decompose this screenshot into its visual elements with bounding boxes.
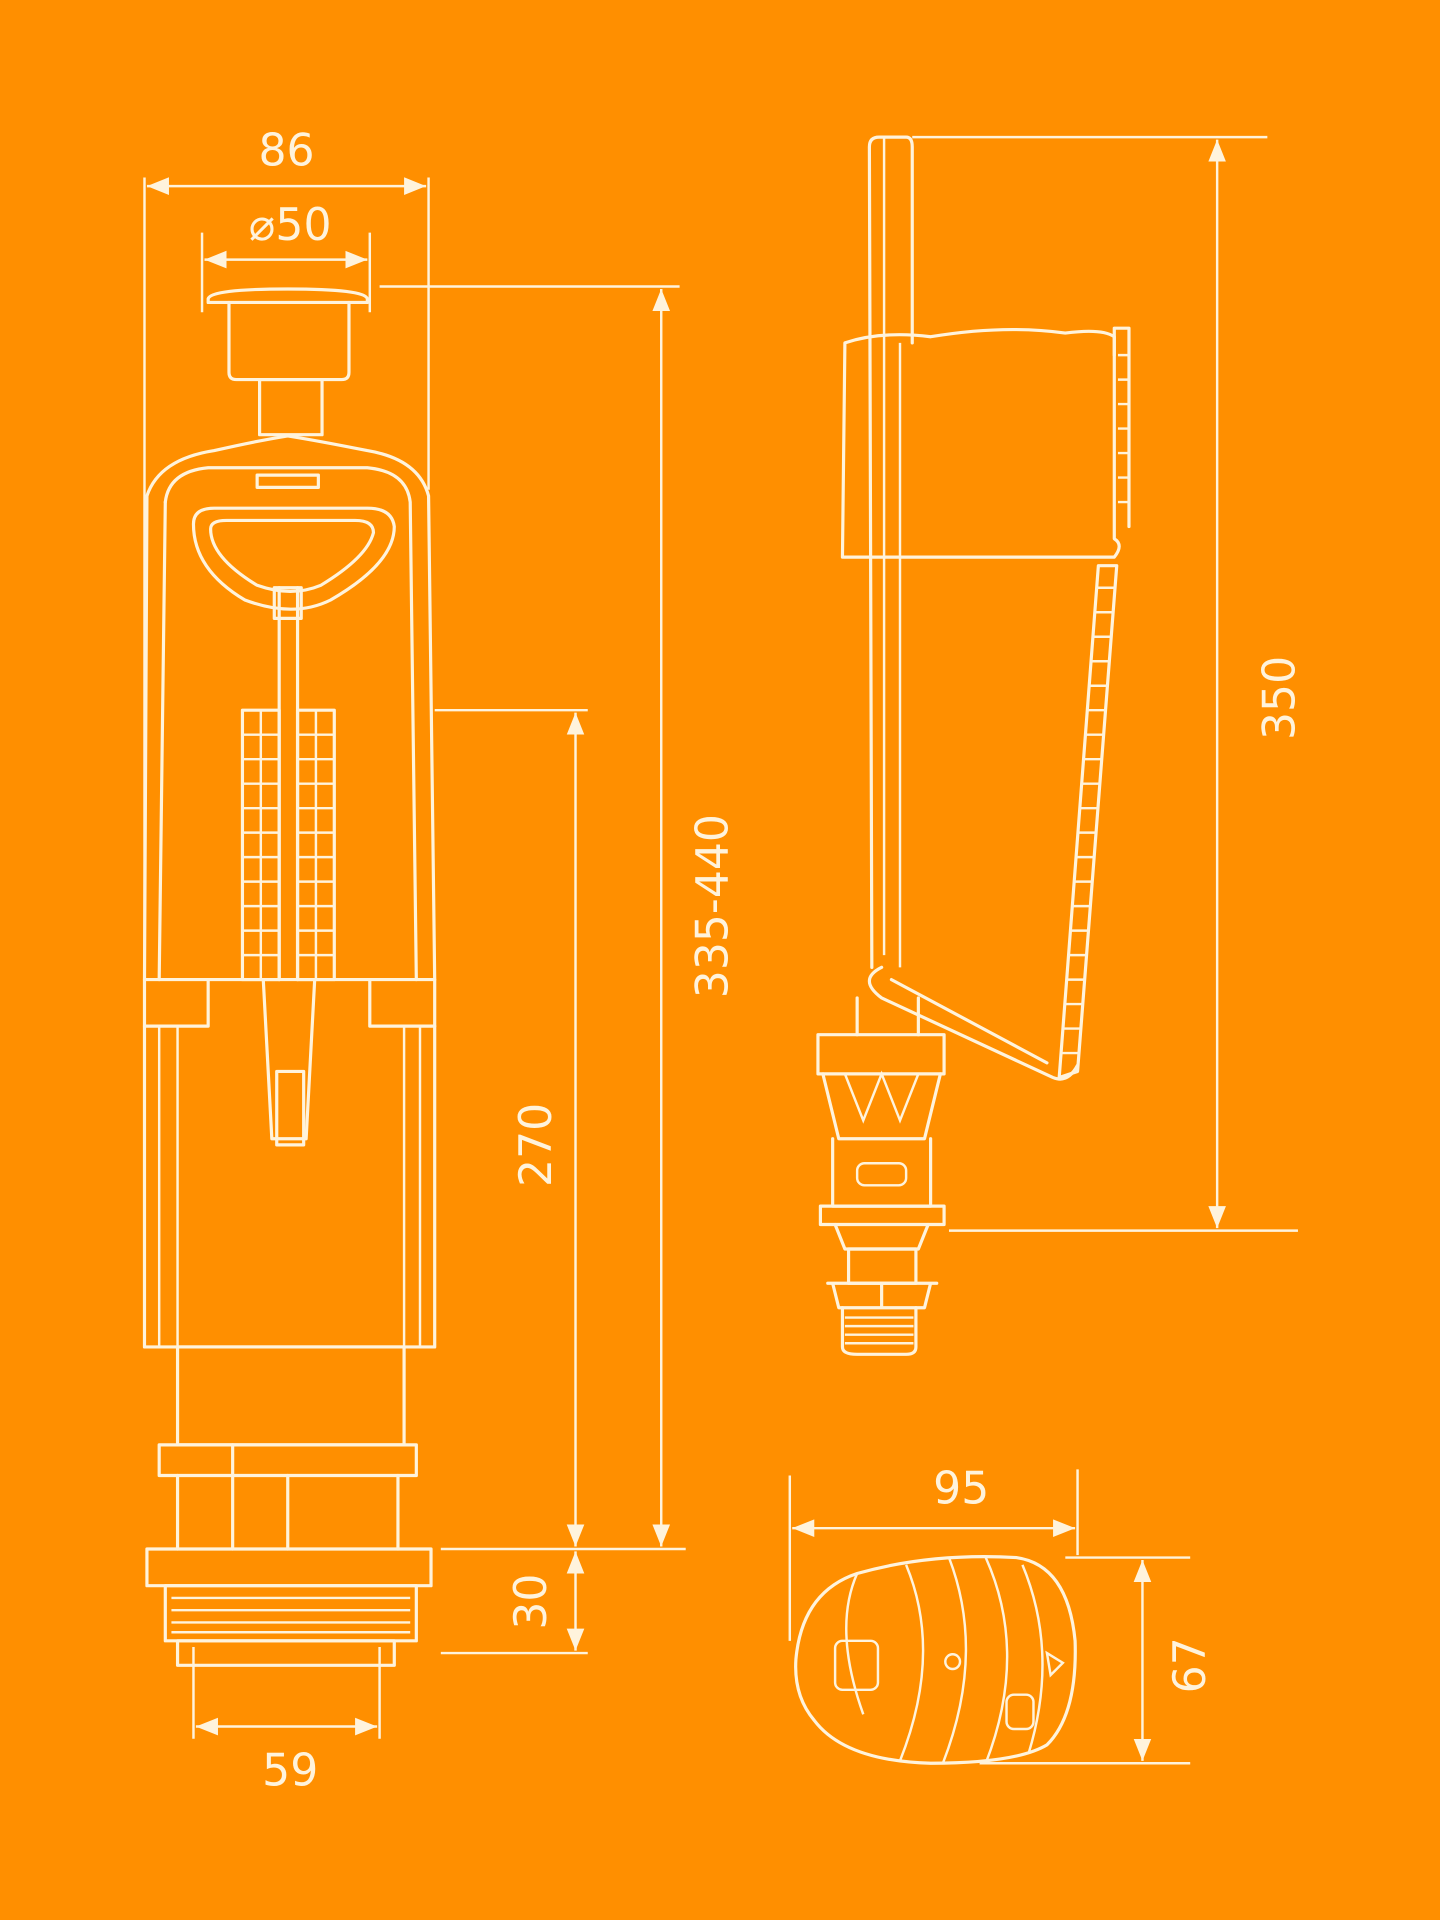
float-width-label: 95	[933, 1464, 989, 1515]
fill-valve-drawing	[816, 135, 1131, 1356]
thread-width-label: 59	[262, 1745, 318, 1796]
dimension-width-59: 59	[192, 1646, 381, 1796]
overflow-height-label: 270	[511, 1103, 562, 1187]
fill-valve-height-label: 350	[1254, 656, 1305, 740]
float-cage	[240, 708, 336, 982]
flush-valve-drawing	[142, 287, 437, 1667]
dimension-width-86: 86	[143, 125, 430, 1347]
dimension-height-270: 270	[434, 708, 588, 1547]
dimension-width-95: 95	[788, 1464, 1079, 1641]
dimension-height-67: 67	[979, 1556, 1216, 1765]
float-height-label: 67	[1165, 1637, 1216, 1693]
dimension-height-30: 30	[440, 1551, 588, 1655]
diameter-label: ⌀50	[249, 200, 332, 251]
float-drawing	[794, 1555, 1077, 1765]
width-label: 86	[258, 125, 314, 176]
thread-height-label: 30	[506, 1574, 557, 1630]
dimension-diameter-50: ⌀50	[200, 200, 372, 313]
dimension-height-335-440: 335-440	[379, 285, 738, 1551]
height-range-label: 335-440	[687, 814, 738, 998]
dimension-height-350: 350	[912, 135, 1305, 1232]
